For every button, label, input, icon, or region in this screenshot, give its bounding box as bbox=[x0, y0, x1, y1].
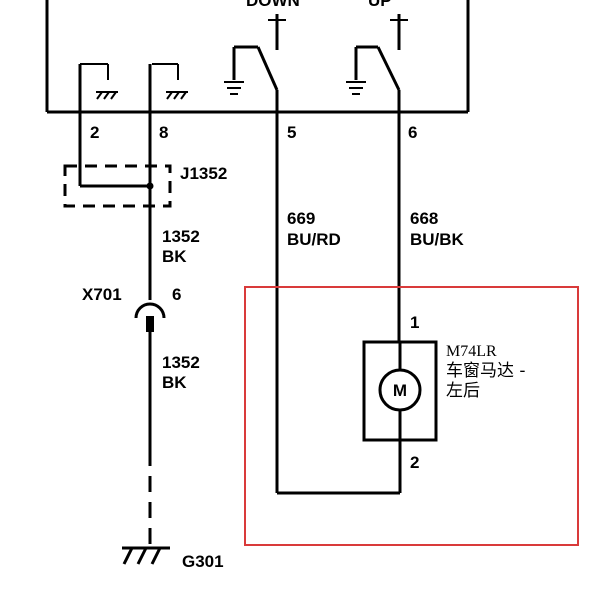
wire-668-number: 668 bbox=[410, 209, 438, 228]
wire-669-number: 669 bbox=[287, 209, 315, 228]
splice-j1352-label: J1352 bbox=[180, 164, 227, 183]
pin-5-label: 5 bbox=[287, 123, 296, 142]
internal-ground-pin2-icon bbox=[80, 63, 118, 100]
wire-1352-lower-number: 1352 bbox=[162, 353, 200, 372]
motor-name-line2: 左后 bbox=[446, 381, 480, 401]
wire-668-color: BU/BK bbox=[410, 230, 465, 249]
wire-1352-upper-number: 1352 bbox=[162, 227, 200, 246]
pin-8-label: 8 bbox=[159, 123, 168, 142]
connector-x701-label: X701 bbox=[82, 285, 122, 304]
motor-name-line1: 车窗马达 - bbox=[446, 361, 526, 381]
ground-g301-label: G301 bbox=[182, 552, 224, 571]
internal-ground-pin8-icon bbox=[152, 63, 188, 100]
switch-module-box bbox=[45, 0, 470, 114]
ground-g301-icon bbox=[122, 546, 170, 565]
ground-wires-to-splice bbox=[78, 64, 154, 300]
connector-x701-icon bbox=[134, 302, 166, 332]
motor-m74lr bbox=[362, 340, 438, 493]
switch-up-label: UP bbox=[368, 0, 392, 10]
wire-669 bbox=[275, 112, 400, 495]
pin-2-label: 2 bbox=[90, 123, 99, 142]
motor-code-label: M74LR bbox=[446, 343, 497, 360]
motor-pin-1-label: 1 bbox=[410, 313, 419, 332]
pin-6-label: 6 bbox=[408, 123, 417, 142]
motor-symbol-label: M bbox=[393, 381, 407, 400]
switch-down-contact bbox=[224, 14, 286, 112]
connector-x701-pin: 6 bbox=[172, 285, 181, 304]
switch-down-label: DOWN bbox=[246, 0, 300, 10]
wire-1352-lower-color: BK bbox=[162, 373, 187, 392]
wire-1352-upper-color: BK bbox=[162, 247, 187, 266]
switch-up-contact bbox=[346, 14, 408, 112]
motor-pin-2-label: 2 bbox=[410, 453, 419, 472]
motor-highlight-box bbox=[244, 286, 579, 546]
wire-669-color: BU/RD bbox=[287, 230, 341, 249]
splice-j1352-box bbox=[63, 164, 172, 208]
